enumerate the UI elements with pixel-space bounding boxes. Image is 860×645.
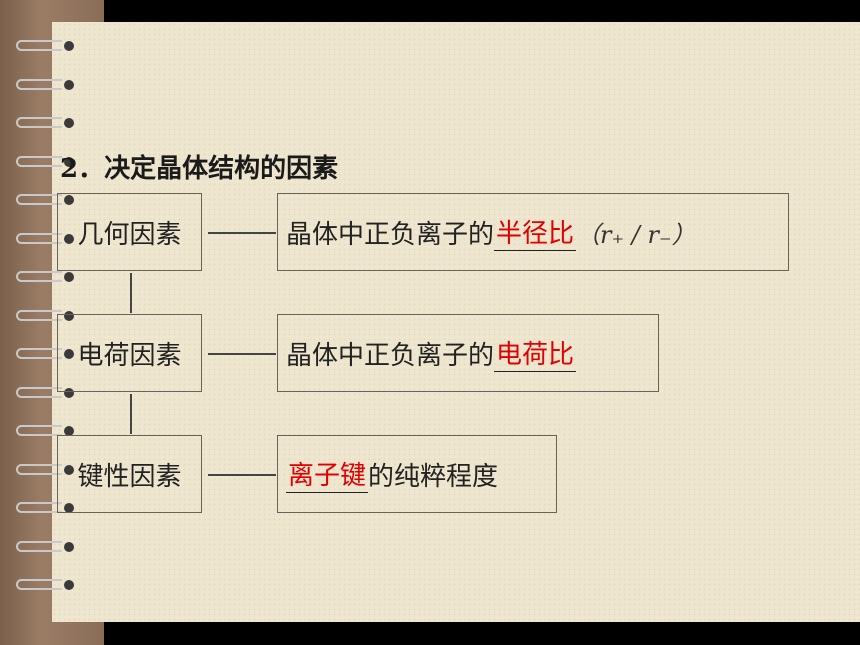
binding-ring: [14, 115, 74, 131]
binding-ring: [14, 346, 74, 362]
binding-ring: [14, 269, 74, 285]
connector-line: [208, 353, 276, 355]
description-text: 的纯粹程度: [368, 461, 499, 492]
binding-ring: [14, 462, 74, 478]
page-title: 2．决定晶体结构的因素: [60, 154, 339, 184]
binding-ring: [14, 577, 74, 593]
binding-ring: [14, 385, 74, 401]
description-text: 晶体中正负离子的: [286, 340, 495, 371]
vertical-connector: [130, 394, 132, 434]
description-box-charge: 晶体中正负离子的 电荷比: [277, 314, 659, 392]
radius-ratio-formula: （r₊ / r₋）: [576, 220, 696, 249]
highlight-answer: 电荷比: [494, 334, 577, 372]
highlight-answer: 离子键: [286, 455, 369, 493]
factor-label: 电荷因素: [77, 340, 182, 371]
factor-label: 几何因素: [77, 219, 182, 250]
binding-ring: [14, 154, 74, 170]
connector-line: [208, 474, 276, 476]
connector-line: [208, 232, 276, 234]
vertical-connector: [130, 273, 132, 313]
description-text: 晶体中正负离子的: [286, 219, 495, 250]
factor-label: 键性因素: [77, 461, 182, 492]
binding-ring: [14, 500, 74, 516]
binding-ring: [14, 423, 74, 439]
binding-ring: [14, 539, 74, 555]
highlight-answer: 半径比: [494, 213, 577, 251]
binding-ring: [14, 38, 74, 54]
factor-box-charge: 电荷因素: [57, 314, 202, 392]
factor-box-geometry: 几何因素: [57, 193, 202, 271]
description-box-bond: 离子键 的纯粹程度: [277, 435, 557, 513]
binding-ring: [14, 308, 74, 324]
binding-ring: [14, 192, 74, 208]
binding-ring: [14, 77, 74, 93]
notebook-page: [52, 22, 860, 622]
factor-box-bond: 键性因素: [57, 435, 202, 513]
description-box-geometry: 晶体中正负离子的 半径比 （r₊ / r₋）: [277, 193, 789, 271]
binding-ring: [14, 231, 74, 247]
